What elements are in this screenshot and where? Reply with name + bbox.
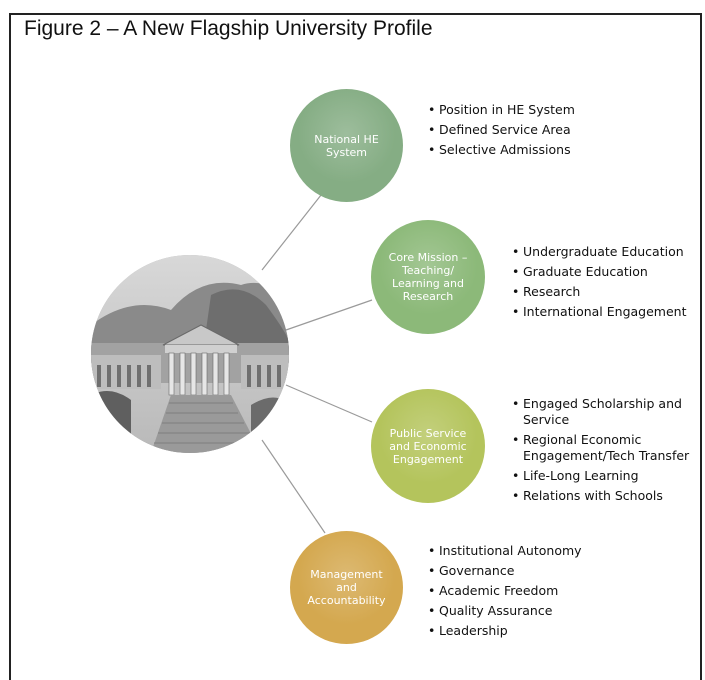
node-label-line: System — [325, 145, 368, 159]
bullet-list-management: Institutional Autonomy Governance Academ… — [428, 541, 628, 641]
campus-photo — [91, 255, 289, 453]
node-label-line: and Economic — [389, 439, 467, 453]
connector-core — [285, 299, 373, 331]
node-label-line: National HE — [314, 132, 379, 146]
list-item: Academic Freedom — [428, 581, 628, 601]
node-public-service: Public Service and Economic Engagement — [371, 389, 485, 503]
list-item: Selective Admissions — [428, 140, 628, 160]
list-item: Position in HE System — [428, 100, 628, 120]
node-label-line: and — [336, 581, 357, 594]
list-item: International Engagement — [512, 302, 702, 322]
node-label-line: Research — [402, 290, 454, 303]
connector-national — [261, 189, 326, 271]
list-item: Institutional Autonomy — [428, 541, 628, 561]
node-label-line: Core Mission – — [388, 251, 468, 264]
node-label-line: Management — [310, 568, 383, 581]
figure-title: Figure 2 – A New Flagship University Pro… — [24, 17, 433, 40]
node-label-line: Accountability — [307, 594, 386, 607]
list-item: Regional Economic Engagement/Tech Transf… — [512, 432, 698, 464]
node-management-accountability: Management and Accountability — [290, 531, 403, 644]
list-item: Governance — [428, 561, 628, 581]
list-item: Engaged Scholarship and Service — [512, 396, 698, 428]
node-label-line: Teaching/ — [401, 264, 455, 277]
node-label-line: Public Service — [389, 426, 467, 440]
list-item: Graduate Education — [512, 262, 702, 282]
list-item: Defined Service Area — [428, 120, 628, 140]
figure-frame — [9, 13, 702, 680]
node-label-line: Engagement — [392, 452, 464, 466]
node-label-line: Learning and — [392, 277, 464, 290]
connector-public — [285, 384, 373, 423]
bullet-list-core: Undergraduate Education Graduate Educati… — [512, 242, 702, 322]
list-item: Research — [512, 282, 702, 302]
list-item: Life-Long Learning — [512, 468, 698, 484]
node-national-he-system: National HE System — [290, 89, 403, 202]
connector-management — [261, 439, 326, 534]
node-core-mission: Core Mission – Teaching/ Learning and Re… — [371, 220, 485, 334]
list-item: Leadership — [428, 621, 628, 641]
list-item: Relations with Schools — [512, 488, 698, 504]
campus-building-icon — [91, 255, 289, 453]
bullet-list-public: Engaged Scholarship and Service Regional… — [512, 396, 698, 508]
list-item: Undergraduate Education — [512, 242, 702, 262]
list-item: Quality Assurance — [428, 601, 628, 621]
bullet-list-national: Position in HE System Defined Service Ar… — [428, 100, 628, 160]
